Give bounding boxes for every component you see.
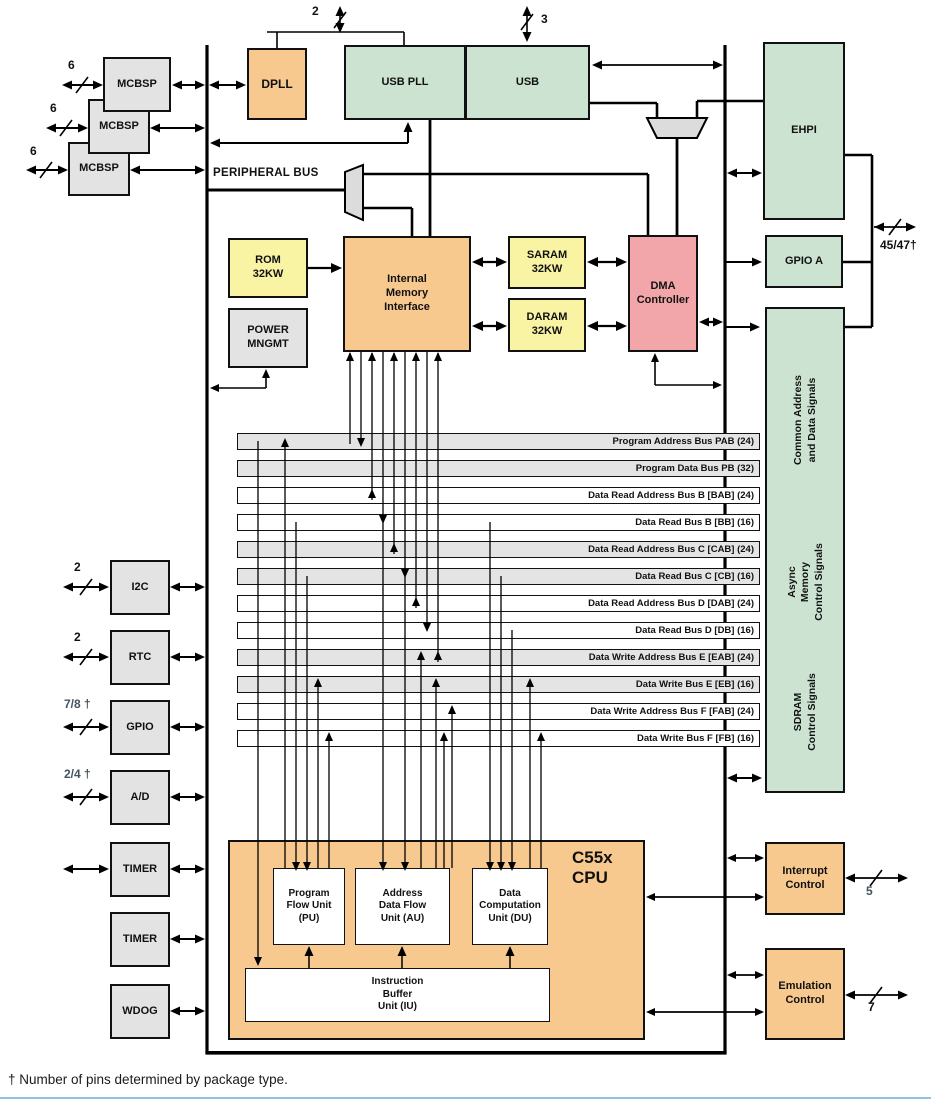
- block-power-mngmt-label: POWER MNGMT: [247, 324, 289, 350]
- bus-bar-cab: Data Read Address Bus C [CAB] (24): [237, 541, 760, 558]
- block-program-flow-unit: Program Flow Unit (PU): [273, 868, 345, 945]
- signal-label-sdram: SDRAM Control Signals: [792, 673, 818, 751]
- block-timer-1-label: TIMER: [122, 862, 158, 875]
- peripheral-bus-label: PERIPHERAL BUS: [213, 167, 319, 179]
- pu-label: Program Flow Unit (PU): [286, 887, 332, 924]
- bus-label-bb: Data Read Bus B [BB] (16): [635, 517, 754, 528]
- bus-bar-eab: Data Write Address Bus E [EAB] (24): [237, 649, 760, 666]
- block-wdog-label: WDOG: [122, 1004, 158, 1017]
- pin-count-rtc: 2: [74, 630, 81, 644]
- block-dpll-label: DPLL: [261, 76, 293, 91]
- bus-label-dab: Data Read Address Bus D [DAB] (24): [588, 598, 754, 609]
- bus-label-cab: Data Read Address Bus C [CAB] (24): [588, 544, 754, 555]
- pin-count-emulation: 7: [868, 1000, 875, 1014]
- footnote: † Number of pins determined by package t…: [8, 1072, 288, 1087]
- block-ehpi: EHPI: [763, 42, 845, 220]
- block-imi-label: Internal Memory Interface: [384, 273, 430, 313]
- block-mcbsp-1-label: MCBSP: [117, 77, 157, 90]
- pin-count-usb: 3: [541, 12, 548, 26]
- block-gpio: GPIO: [110, 700, 170, 755]
- block-timer-1: TIMER: [110, 842, 170, 897]
- pin-count-mcbsp-1: 6: [68, 58, 75, 72]
- bus-label-pb: Program Data Bus PB (32): [635, 463, 754, 474]
- block-mcbsp-2-label: MCBSP: [99, 119, 139, 132]
- pin-count-ehpi: 45/47†: [880, 238, 917, 252]
- pin-count-gpio: 7/8 †: [64, 697, 91, 711]
- pin-count-clock: 2: [312, 4, 319, 18]
- pin-count-mcbsp-3: 6: [30, 144, 37, 158]
- block-rom-label: ROM 32KW: [252, 254, 284, 280]
- block-interrupt-control: Interrupt Control: [765, 842, 845, 915]
- bus-label-bab: Data Read Address Bus B [BAB] (24): [588, 490, 754, 501]
- block-timer-2-label: TIMER: [122, 932, 158, 945]
- bus-bar-bb: Data Read Bus B [BB] (16): [237, 514, 760, 531]
- block-dma-label: DMA Controller: [636, 279, 690, 306]
- block-rtc-label: RTC: [128, 650, 152, 663]
- block-ehpi-label: EHPI: [791, 124, 817, 137]
- block-dma-controller: DMA Controller: [628, 235, 698, 352]
- pin-count-interrupt: 5: [866, 884, 873, 898]
- block-usb-pll-label: USB PLL: [381, 75, 429, 88]
- bus-label-db: Data Read Bus D [DB] (16): [635, 625, 754, 636]
- block-usb-pll: USB PLL: [344, 45, 466, 120]
- interrupt-control-label: Interrupt Control: [782, 864, 828, 891]
- bottom-rule: [0, 1097, 931, 1099]
- bus-label-cb: Data Read Bus C [CB] (16): [635, 571, 754, 582]
- block-gpio-a: GPIO A: [765, 235, 843, 288]
- block-internal-memory-interface: Internal Memory Interface: [343, 236, 471, 352]
- block-timer-2: TIMER: [110, 912, 170, 967]
- signal-label-common-address: Common Address and Data Signals: [792, 374, 818, 466]
- block-daram: DARAM 32KW: [508, 298, 586, 352]
- cpu-title: C55x CPU: [572, 848, 613, 887]
- bus-label-pab: Program Address Bus PAB (24): [612, 436, 754, 447]
- block-external-signals: [765, 307, 845, 793]
- bus-bar-eb: Data Write Bus E [EB] (16): [237, 676, 760, 693]
- block-emulation-control: Emulation Control: [765, 948, 845, 1040]
- bus-label-eab: Data Write Address Bus E [EAB] (24): [588, 652, 754, 663]
- bus-bar-pb: Program Data Bus PB (32): [237, 460, 760, 477]
- bus-label-fb: Data Write Bus F [FB] (16): [636, 733, 754, 744]
- block-address-data-flow-unit: Address Data Flow Unit (AU): [355, 868, 450, 945]
- bus-bar-bab: Data Read Address Bus B [BAB] (24): [237, 487, 760, 504]
- du-label: Data Computation Unit (DU): [479, 887, 541, 924]
- bus-bar-cb: Data Read Bus C [CB] (16): [237, 568, 760, 585]
- block-dpll: DPLL: [247, 48, 307, 120]
- emulation-control-label: Emulation Control: [778, 980, 832, 1006]
- block-gpio-label: GPIO: [126, 720, 154, 733]
- block-rom: ROM 32KW: [228, 238, 308, 298]
- bus-bar-dab: Data Read Address Bus D [DAB] (24): [237, 595, 760, 612]
- block-usb-label: USB: [515, 75, 540, 88]
- block-instruction-buffer-unit: Instruction Buffer Unit (IU): [245, 968, 550, 1022]
- pin-count-ad: 2/4 †: [64, 767, 91, 781]
- bus-label-eb: Data Write Bus E [EB] (16): [635, 679, 754, 690]
- block-ad-converter: A/D: [110, 770, 170, 825]
- au-label: Address Data Flow Unit (AU): [378, 887, 427, 924]
- block-data-computation-unit: Data Computation Unit (DU): [472, 868, 548, 945]
- block-i2c: I2C: [110, 560, 170, 615]
- block-gpio-a-label: GPIO A: [784, 254, 824, 267]
- block-saram: SARAM 32KW: [508, 236, 586, 289]
- bus-bar-fb: Data Write Bus F [FB] (16): [237, 730, 760, 747]
- block-usb: USB: [465, 45, 590, 120]
- block-rtc: RTC: [110, 630, 170, 685]
- block-mcbsp-3-label: MCBSP: [79, 162, 119, 175]
- block-wdog: WDOG: [110, 984, 170, 1039]
- block-power-mngmt: POWER MNGMT: [228, 308, 308, 368]
- bus-bar-pab: Program Address Bus PAB (24): [237, 433, 760, 450]
- pin-count-i2c: 2: [74, 560, 81, 574]
- block-daram-label: DARAM 32KW: [526, 311, 568, 337]
- block-saram-label: SARAM 32KW: [526, 248, 568, 275]
- bus-bar-fab: Data Write Address Bus F [FAB] (24): [237, 703, 760, 720]
- block-mcbsp-1: MCBSP: [103, 57, 171, 112]
- bus-label-fab: Data Write Address Bus F [FAB] (24): [590, 706, 754, 717]
- pin-count-mcbsp-2: 6: [50, 101, 57, 115]
- iu-label: Instruction Buffer Unit (IU): [371, 976, 424, 1013]
- block-ad-label: A/D: [130, 790, 150, 803]
- bus-bar-db: Data Read Bus D [DB] (16): [237, 622, 760, 639]
- block-i2c-label: I2C: [131, 580, 149, 593]
